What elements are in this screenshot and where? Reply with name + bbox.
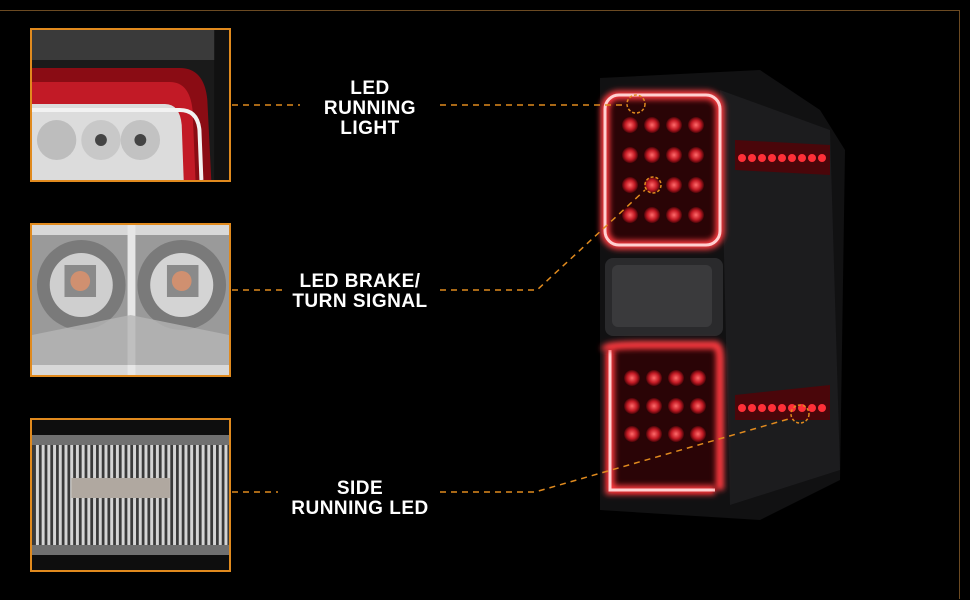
- heatsink-fin: [224, 445, 228, 545]
- heatsink-fin: [58, 445, 62, 545]
- running-light-label: LED RUNNING LIGHT: [305, 79, 435, 139]
- heatsink-fin: [190, 445, 194, 545]
- label-line: LED: [350, 78, 390, 99]
- heatsink-fin: [173, 445, 177, 545]
- label-line: RUNNING: [323, 98, 417, 119]
- label-line: LIGHT: [340, 118, 400, 139]
- side-running-led-closeup-image: [30, 418, 231, 572]
- heatsink-fin: [47, 445, 51, 545]
- heatsink-fin: [53, 445, 57, 545]
- running-light-closeup-image: [30, 28, 231, 182]
- label-line: LED BRAKE/: [299, 271, 421, 292]
- side-running-label: SIDE RUNNING LED: [280, 479, 440, 519]
- heatsink-fin: [64, 445, 68, 545]
- heatsink-fin: [213, 445, 216, 545]
- brake-turn-label: LED BRAKE/ TURN SIGNAL: [285, 272, 435, 312]
- heatsink-fin: [218, 445, 222, 545]
- heatsink-fin: [41, 445, 45, 545]
- heatsink-fin: [35, 445, 39, 545]
- frame-border: [0, 10, 960, 599]
- heatsink-fin: [184, 445, 188, 545]
- heatsink-fin: [178, 445, 182, 545]
- heatsink-fin: [195, 445, 199, 545]
- heatsink-fin: [207, 445, 211, 545]
- label-line: SIDE: [336, 478, 384, 499]
- heatsink-fin: [201, 445, 205, 545]
- brake-turn-closeup-image: [30, 223, 231, 377]
- label-line: TURN SIGNAL: [292, 291, 428, 312]
- label-line: RUNNING LED: [291, 498, 429, 519]
